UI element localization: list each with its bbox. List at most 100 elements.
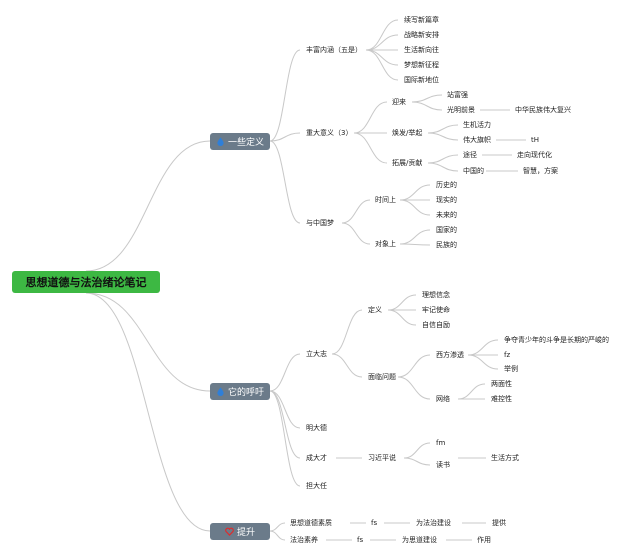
- connector-line: [269, 390, 301, 487]
- connector-line: [353, 132, 388, 164]
- water-drop-icon: [217, 387, 224, 396]
- node-mengxiang[interactable]: 梦想新征程: [404, 61, 439, 69]
- node-xifang[interactable]: 西方渗透: [436, 351, 464, 359]
- node-dingyi[interactable]: 定义: [368, 306, 382, 314]
- node-tujing[interactable]: 途径: [463, 151, 477, 159]
- connector-line: [269, 132, 301, 142]
- connector-line: [467, 354, 499, 370]
- node-zuoyong[interactable]: 作用: [477, 536, 491, 544]
- branch-improve[interactable]: 提升: [210, 523, 270, 540]
- node-xianshi[interactable]: 现实的: [436, 196, 457, 204]
- node-shenghuo[interactable]: 生活新向往: [404, 46, 439, 54]
- node-huanfa[interactable]: 焕发/举起: [392, 129, 423, 137]
- branch-label: 提升: [236, 528, 255, 538]
- node-weilai[interactable]: 未来的: [436, 211, 457, 219]
- connector-line: [411, 94, 443, 103]
- node-zhihui[interactable]: 智慧，方案: [523, 167, 558, 175]
- node-zhanfu[interactable]: 站富强: [447, 91, 468, 99]
- node-juli[interactable]: 举例: [504, 365, 518, 373]
- root-node[interactable]: 思想道德与法治绪论笔记: [12, 271, 160, 293]
- node-zhongguomeng[interactable]: 与中国梦: [306, 219, 334, 227]
- node-weida[interactable]: 伟大旗帜: [463, 136, 491, 144]
- node-minzu[interactable]: 民族的: [436, 241, 457, 249]
- node-dandaren[interactable]: 担大任: [306, 482, 327, 490]
- node-fzsuyang[interactable]: 法治素养: [290, 536, 318, 544]
- connector-line: [387, 309, 417, 326]
- connector-line: [467, 339, 499, 356]
- connector-line: [427, 162, 459, 172]
- node-guojia[interactable]: 国家的: [436, 226, 457, 234]
- node-tuozhan[interactable]: 拓展/贡献: [392, 159, 423, 167]
- node-zhengduo[interactable]: 争夺青少年的斗争是长期的严峻的: [504, 336, 609, 344]
- connector-line: [269, 140, 301, 224]
- connector-line: [365, 34, 399, 51]
- node-duixiangshang[interactable]: 对象上: [375, 240, 396, 248]
- connector-line: [399, 243, 431, 246]
- connector-line: [399, 199, 431, 216]
- node-tigong[interactable]: 提供: [492, 519, 506, 527]
- connector-line: [85, 292, 211, 532]
- node-shengji[interactable]: 生机活力: [463, 121, 491, 129]
- connector-line: [397, 354, 431, 378]
- connector-line: [341, 222, 371, 245]
- node-zhanlue[interactable]: 战略新安排: [404, 31, 439, 39]
- branch-label: 一些定义: [227, 138, 264, 148]
- branch-definitions[interactable]: 一些定义: [210, 133, 270, 150]
- connector-line: [397, 376, 431, 400]
- node-fengfu[interactable]: 丰富内涵（五是）: [306, 46, 362, 54]
- node-xuxie[interactable]: 续写新篇章: [404, 16, 439, 24]
- node-wangluo[interactable]: 网络: [436, 395, 450, 403]
- node-fs1[interactable]: fs: [371, 519, 378, 527]
- node-liangmian[interactable]: 两面性: [491, 380, 512, 388]
- connector-line: [403, 442, 431, 459]
- node-laoji[interactable]: 牢记使命: [422, 306, 450, 314]
- node-lishi[interactable]: 历史的: [436, 181, 457, 189]
- connector-line: [269, 522, 286, 532]
- connector-line: [427, 154, 459, 164]
- node-fuxing[interactable]: 中华民族伟大复兴: [515, 106, 571, 114]
- node-nankong[interactable]: 难控性: [491, 395, 512, 403]
- connector-line: [85, 140, 211, 272]
- node-shenghuofangshi[interactable]: 生活方式: [491, 454, 519, 462]
- connector-line: [365, 19, 399, 51]
- node-xijin[interactable]: 习近平说: [368, 454, 396, 462]
- node-dushu[interactable]: 读书: [436, 461, 450, 469]
- connector-line: [403, 457, 431, 466]
- node-zhongda[interactable]: 重大意义（3）: [306, 129, 353, 137]
- connector-line: [365, 49, 399, 66]
- connector-line: [331, 353, 363, 378]
- node-zixin[interactable]: 自信自励: [422, 321, 450, 329]
- connector-line: [269, 390, 301, 459]
- node-mingdade[interactable]: 明大德: [306, 424, 327, 432]
- connector-line: [427, 124, 459, 134]
- node-lidazhi[interactable]: 立大志: [306, 350, 327, 358]
- branch-label: 它的呼吁: [227, 388, 264, 398]
- node-fm[interactable]: fm: [436, 439, 446, 447]
- connector-line: [353, 101, 388, 134]
- node-zhongguode[interactable]: 中国的: [463, 167, 484, 175]
- node-chengdacai[interactable]: 成大才: [306, 454, 327, 462]
- node-fs2[interactable]: fs: [357, 536, 364, 544]
- node-sdjianshe[interactable]: 为思道建设: [402, 536, 437, 544]
- water-drop-icon: [217, 137, 224, 146]
- connector-line: [85, 292, 211, 392]
- node-shijianshang[interactable]: 时间上: [375, 196, 396, 204]
- branch-call[interactable]: 它的呼吁: [210, 383, 270, 400]
- node-guoji[interactable]: 国际新地位: [404, 76, 439, 84]
- node-th[interactable]: tH: [531, 136, 540, 144]
- node-fzjianshe[interactable]: 为法治建设: [416, 519, 451, 527]
- node-mianlin[interactable]: 面临问题: [368, 373, 396, 381]
- connector-line: [341, 199, 371, 224]
- node-fz[interactable]: fz: [504, 351, 511, 359]
- node-yinglai[interactable]: 迎来: [392, 98, 406, 106]
- node-lixiang[interactable]: 理想信念: [422, 291, 450, 299]
- connector-line: [269, 49, 301, 142]
- node-zouxiang[interactable]: 走向现代化: [517, 151, 552, 159]
- connector-line: [269, 530, 286, 541]
- connector-line: [365, 49, 399, 81]
- connector-line: [387, 294, 417, 311]
- connector-line: [399, 229, 431, 245]
- node-sxddsuzhi[interactable]: 思想道德素质: [290, 519, 332, 527]
- node-guangming[interactable]: 光明前景: [447, 106, 475, 114]
